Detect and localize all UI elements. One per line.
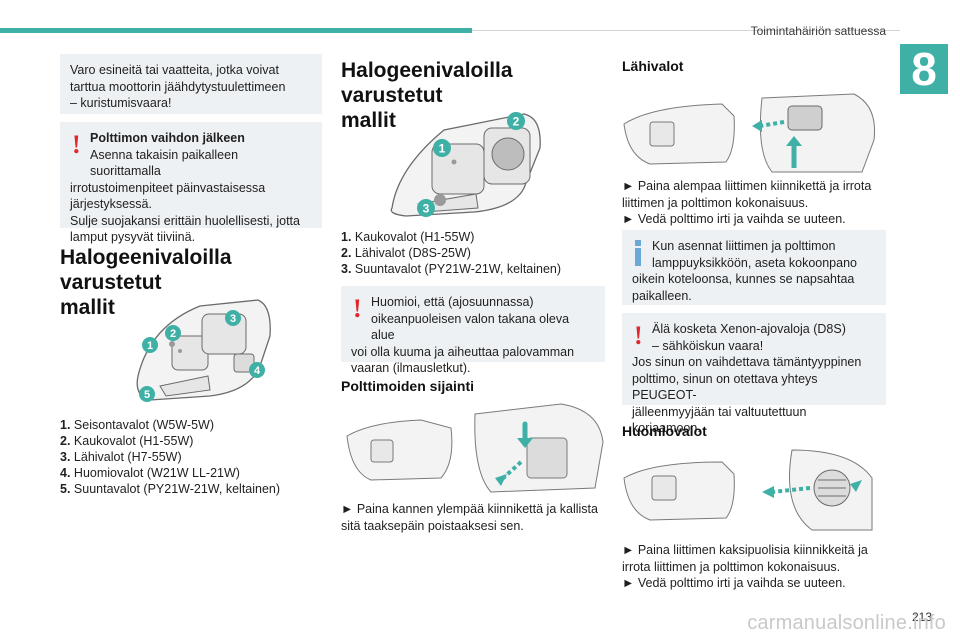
- list-text: Kaukovalot (H1-55W): [354, 230, 475, 244]
- heading-line: mallit: [60, 296, 115, 319]
- instruction-line: irrota liittimen ja polttimon kokonaisuu…: [622, 559, 841, 574]
- list-number: 5.: [60, 482, 71, 496]
- note-box: Varo esineitä tai vaatteita, jotka voiva…: [60, 54, 322, 114]
- instruction-line: ► Vedä polttimo irti ja vaihda se uuteen…: [622, 576, 846, 590]
- warning-line: – sähköiskun vaara!: [652, 338, 764, 353]
- info-line: lamppuyksikköön, aseta kokoonpano: [652, 255, 857, 270]
- page-number: 213: [911, 610, 932, 624]
- list-item: 3. Suuntavalot (PY21W-21W, keltainen): [341, 261, 605, 277]
- fog-lamp-illustration: [623, 449, 873, 531]
- instruction-line: sitä taaksepäin poistaaksesi sen.: [341, 518, 524, 533]
- callout-2: 2: [513, 115, 520, 129]
- warning-line: Asenna takaisin paikalleen suorittamalla: [90, 147, 239, 179]
- heading-line: mallit: [341, 109, 396, 132]
- list-text: Kaukovalot (H1-55W): [73, 434, 194, 448]
- list-number: 1.: [60, 418, 71, 432]
- warning-icon: !: [353, 294, 362, 323]
- warning-icon: !: [72, 130, 81, 159]
- sub-heading: Huomiovalot: [622, 423, 707, 439]
- instruction-paragraph: ► Paina liittimen kaksipuolisia kiinnikk…: [622, 542, 886, 592]
- list-number: 3.: [60, 450, 71, 464]
- list-text: Lähivalot (H7-55W): [73, 450, 182, 464]
- list-text: Lähivalot (D8S-25W): [354, 246, 471, 260]
- warning-icon: !: [634, 321, 643, 350]
- header-thin-rule: [472, 30, 900, 31]
- warning-line: Jos sinun on vaihdettava tämäntyyppinen: [632, 355, 862, 369]
- headlamp-illustration-xenon: 1 2 3: [390, 112, 541, 217]
- callout-1: 1: [439, 142, 446, 156]
- instruction-line: ► Paina alempaa liittimen kiinnikettä ja…: [622, 179, 872, 193]
- section-heading: Halogeenivaloilla varustetut mallit: [341, 58, 605, 133]
- list-item: 2. Kaukovalot (H1-55W): [60, 433, 322, 449]
- headlamp-illustration-halogen: 1 2 3 4 5: [136, 299, 271, 402]
- warning-box: ! Huomioi, että (ajosuunnassa) oikeanpuo…: [341, 286, 605, 375]
- section-heading: Halogeenivaloilla varustetut mallit: [60, 245, 322, 320]
- info-line: Kun asennat liittimen ja polttimon: [652, 239, 836, 253]
- instruction-line: ► Paina kannen ylempää kiinnikettä ja ka…: [341, 502, 598, 516]
- list-item: 1. Kaukovalot (H1-55W): [341, 229, 605, 245]
- warning-line: Älä kosketa Xenon-ajovaloja (D8S): [652, 322, 846, 336]
- callout-3: 3: [230, 313, 236, 325]
- chapter-tab: 8: [900, 44, 948, 94]
- callout-5: 5: [144, 389, 150, 401]
- warning-line: järjestyksessä.: [70, 197, 152, 211]
- instruction-paragraph: ► Paina kannen ylempää kiinnikettä ja ka…: [341, 501, 605, 534]
- list-item: 2. Lähivalot (D8S-25W): [341, 245, 605, 261]
- callout-3: 3: [423, 202, 430, 216]
- sub-heading: Lähivalot: [622, 58, 684, 74]
- list-number: 3.: [341, 262, 352, 276]
- list-text: Suuntavalot (PY21W-21W, keltainen): [73, 482, 281, 496]
- list-text: Suuntavalot (PY21W-21W, keltainen): [354, 262, 562, 276]
- instruction-line: liittimen ja polttimon kokonaisuus.: [622, 195, 809, 210]
- info-line: oikein koteloonsa, kunnes se napsahtaa: [632, 272, 855, 286]
- warning-line: jälleenmyyjään tai valtuutettuun korjaam…: [632, 404, 807, 436]
- list-number: 4.: [60, 466, 71, 480]
- instruction-paragraph: ► Paina alempaa liittimen kiinnikettä ja…: [622, 178, 886, 228]
- warning-line: lamput pysyvät tiiviinä.: [70, 230, 196, 244]
- callout-4: 4: [254, 365, 261, 377]
- list-text: Huomiovalot (W21W LL-21W): [73, 466, 240, 480]
- list-number: 2.: [341, 246, 352, 260]
- instruction-line: ► Paina liittimen kaksipuolisia kiinnikk…: [622, 543, 868, 557]
- warning-title: Polttimon vaihdon jälkeen: [90, 131, 245, 145]
- note-line: tarttua moottorin jäähdytystuulettimeen: [70, 79, 286, 94]
- warning-line: Huomioi, että (ajosuunnassa): [371, 295, 534, 309]
- header-accent-rule: [0, 28, 472, 33]
- list-item: 5. Suuntavalot (PY21W-21W, keltainen): [60, 481, 322, 497]
- running-header: Toimintahäiriön sattuessa: [750, 24, 886, 38]
- heading-line: Halogeenivaloilla varustetut: [341, 59, 513, 107]
- bulb-list: 1. Kaukovalot (H1-55W) 2. Lähivalot (D8S…: [341, 229, 605, 277]
- warning-line: polttimo, sinun on otettava yhteys PEUGE…: [632, 371, 818, 403]
- warning-line: voi olla kuuma ja aiheuttaa palovamman: [351, 344, 575, 359]
- bulb-location-illustration: [346, 403, 604, 493]
- instruction-line: ► Vedä polttimo irti ja vaihda se uuteen…: [622, 212, 846, 226]
- bulb-list: 1. Seisontavalot (W5W-5W) 2. Kaukovalot …: [60, 417, 322, 497]
- list-text: Seisontavalot (W5W-5W): [73, 418, 215, 432]
- list-number: 2.: [60, 434, 71, 448]
- warning-line: Sulje suojakansi erittäin huolellisesti,…: [70, 213, 300, 228]
- note-line: – kuristumisvaara!: [70, 96, 172, 110]
- list-item: 1. Seisontavalot (W5W-5W): [60, 417, 322, 433]
- info-box: Kun asennat liittimen ja polttimon lampp…: [622, 230, 886, 305]
- callout-1: 1: [147, 340, 153, 352]
- watermark-text: carmanualsonline.info: [747, 612, 946, 634]
- warning-box: ! Älä kosketa Xenon-ajovaloja (D8S) – sä…: [622, 313, 886, 435]
- heading-line: Halogeenivaloilla varustetut: [60, 246, 232, 294]
- warning-box: ! Polttimon vaihdon jälkeen Asenna takai…: [60, 122, 322, 244]
- list-number: 1.: [341, 230, 352, 244]
- warning-line: oikeanpuoleisen valon takana oleva alue: [371, 311, 570, 343]
- warning-line: vaaran (ilmausletkut).: [351, 361, 471, 375]
- note-line: Varo esineitä tai vaatteita, jotka voiva…: [70, 63, 279, 77]
- info-icon: [634, 240, 641, 266]
- callout-2: 2: [170, 328, 176, 340]
- list-item: 3. Lähivalot (H7-55W): [60, 449, 322, 465]
- low-beam-illustration: [623, 93, 876, 173]
- list-item: 4. Huomiovalot (W21W LL-21W): [60, 465, 322, 481]
- warning-line: irrotustoimenpiteet päinvastaisessa: [70, 180, 266, 195]
- sub-heading: Polttimoiden sijainti: [341, 378, 475, 394]
- info-line: paikalleen.: [632, 288, 692, 303]
